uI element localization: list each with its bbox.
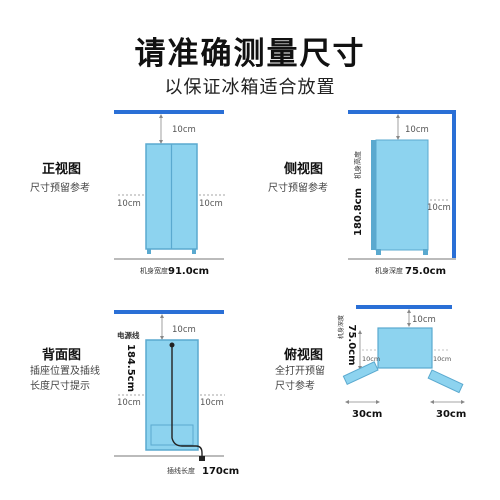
cord-label: 电源线 — [117, 330, 140, 340]
power-cord — [171, 345, 203, 458]
page-subtitle: 以保证冰箱适合放置 — [164, 77, 336, 98]
top-view-heading: 俯视图 — [284, 348, 324, 363]
side-depth-label: 机身深度 — [375, 266, 403, 275]
cord-length-label: 插线长度 — [167, 466, 195, 475]
cord-length-value: 170cm — [202, 466, 239, 477]
front-view-heading: 正视图 — [42, 162, 82, 177]
top-depth-value: 75.0cm — [346, 324, 357, 365]
side-view-diagram: 10cm 10cm 机身高度 180.8cm 机身深度 75.0cm — [348, 110, 456, 277]
right-door-swing: 30cm — [436, 409, 466, 420]
side-top-gap: 10cm — [405, 125, 429, 135]
back-view-desc-1: 插座位置及插线 — [30, 366, 100, 377]
front-width-value: 91.0cm — [168, 266, 209, 277]
back-left-gap: 10cm — [117, 398, 141, 408]
left-door-open — [342, 361, 379, 386]
top-wall — [356, 305, 452, 309]
back-view-heading: 背面图 — [42, 348, 82, 363]
top-view-desc-1: 全打开预留 — [275, 366, 325, 377]
top-depth-label: 机身深度 — [337, 315, 345, 339]
side-height-value: 180.8cm — [353, 188, 364, 236]
back-right-gap: 10cm — [200, 398, 224, 408]
side-fridge-body — [375, 139, 429, 251]
front-left-gap: 10cm — [117, 199, 141, 209]
side-fridge-door — [371, 140, 376, 250]
front-floor — [114, 258, 224, 260]
side-right-gap: 10cm — [427, 203, 451, 213]
top-left-gap: 10cm — [362, 355, 380, 363]
front-view-diagram: 10cm 10cm 10cm 机身宽度 91.0cm — [114, 110, 225, 277]
back-floor — [114, 455, 224, 457]
side-depth-value: 75.0cm — [405, 266, 446, 277]
back-view-desc-2: 长度尺寸提示 — [30, 381, 90, 392]
back-view-diagram: 10cm 10cm 10cm 电源线 184.5cm 插线长度 170cm — [114, 310, 239, 477]
back-wall — [114, 310, 224, 314]
front-view-desc: 尺寸预留参考 — [30, 183, 90, 194]
right-door-open — [427, 369, 464, 394]
side-wall — [348, 110, 456, 114]
top-view-desc-2: 尺寸参考 — [275, 381, 315, 392]
side-height-label: 机身高度 — [353, 151, 362, 179]
side-floor — [348, 258, 456, 260]
front-wall — [114, 110, 224, 114]
side-view-desc: 尺寸预留参考 — [268, 183, 328, 194]
side-view-heading: 侧视图 — [284, 162, 324, 177]
front-right-gap: 10cm — [199, 199, 223, 209]
left-door-swing: 30cm — [352, 409, 382, 420]
top-fridge — [377, 327, 433, 369]
front-top-gap: 10cm — [172, 125, 196, 135]
top-view-diagram: 10cm 10cm 10cm 机身深度 75.0cm 30cm 30cm — [337, 305, 466, 420]
page-title: 请准确测量尺寸 — [134, 36, 366, 72]
front-width-label: 机身宽度 — [140, 266, 168, 275]
back-top-gap: 10cm — [172, 325, 196, 335]
top-top-gap: 10cm — [412, 315, 436, 325]
top-right-gap: 10cm — [433, 355, 451, 363]
side-back-wall — [452, 110, 456, 260]
back-height-value: 184.5cm — [125, 344, 136, 392]
